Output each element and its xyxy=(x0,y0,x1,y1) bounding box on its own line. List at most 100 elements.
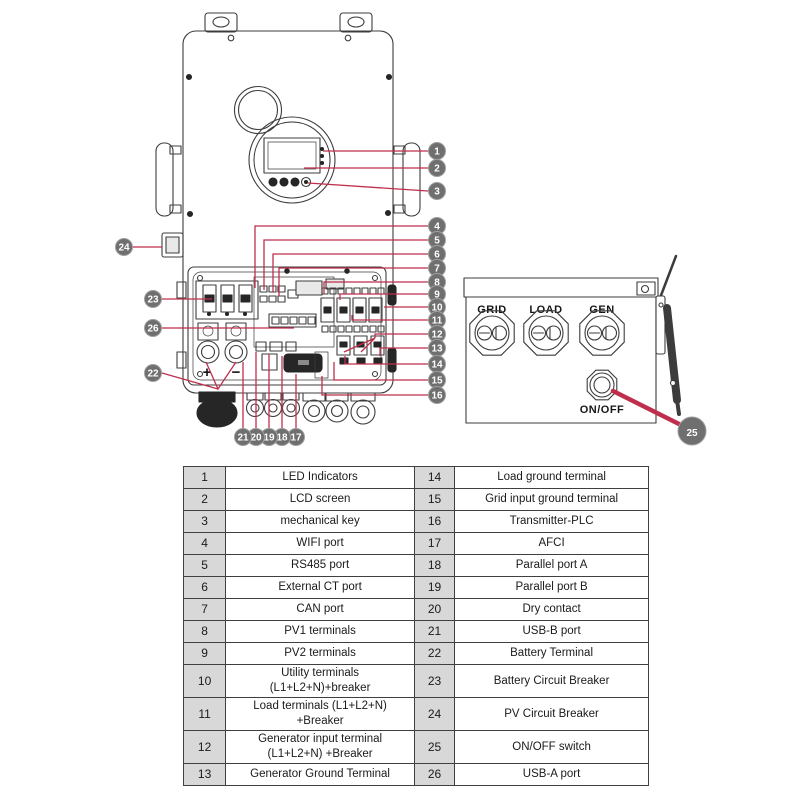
svg-text:3: 3 xyxy=(434,187,440,198)
gen-label: GEN xyxy=(589,304,614,316)
part-label-cell: Battery Circuit Breaker xyxy=(454,664,649,698)
part-number-cell: 26 xyxy=(413,763,456,786)
part-label-cell: PV Circuit Breaker xyxy=(454,697,649,731)
svg-text:21: 21 xyxy=(237,433,249,444)
part-label-cell: RS485 port xyxy=(225,554,415,577)
part-label-cell: Load ground terminal xyxy=(454,466,649,489)
svg-text:24: 24 xyxy=(118,243,130,254)
gland-gen xyxy=(579,310,625,356)
battery-circuit-breaker[interactable] xyxy=(195,280,259,320)
battery-minus-label: − xyxy=(232,364,241,381)
part-number-cell: 1 xyxy=(182,466,227,489)
side-cable-glands xyxy=(469,310,625,356)
part-number-cell: 14 xyxy=(413,466,456,489)
wiring-compartment: + − xyxy=(176,266,397,386)
svg-text:10: 10 xyxy=(431,303,443,314)
svg-text:2: 2 xyxy=(434,164,440,175)
callout-25: 25 xyxy=(677,416,707,446)
control-buttons[interactable] xyxy=(268,176,312,188)
part-number-cell: 18 xyxy=(413,554,456,577)
battery-terminals[interactable] xyxy=(196,322,248,364)
callout-13: 13 xyxy=(428,339,446,357)
mounting-bracket-left xyxy=(204,12,238,33)
parallel-port[interactable] xyxy=(285,341,297,352)
part-number-cell: 9 xyxy=(182,642,227,665)
handle-left xyxy=(155,142,182,217)
svg-text:16: 16 xyxy=(431,391,443,402)
side-view: GRID LOAD GEN ON/OFF xyxy=(463,254,681,424)
svg-text:25: 25 xyxy=(686,428,698,439)
callout-1: 1 xyxy=(428,142,446,160)
part-label-cell: mechanical key xyxy=(225,510,415,533)
part-number-cell: 22 xyxy=(413,642,456,665)
part-label-cell: Battery Terminal xyxy=(454,642,649,665)
svg-text:9: 9 xyxy=(434,290,440,301)
callout-26: 26 xyxy=(144,319,162,337)
part-number-cell: 13 xyxy=(182,763,227,786)
mounting-bracket-right xyxy=(339,12,373,33)
onoff-button[interactable] xyxy=(586,369,618,401)
svg-text:7: 7 xyxy=(434,264,440,275)
part-label-cell: LCD screen xyxy=(225,488,415,511)
callout-16: 16 xyxy=(428,386,446,404)
part-label-cell: PV2 terminals xyxy=(225,642,415,665)
part-number-cell: 10 xyxy=(182,664,227,698)
side-body xyxy=(465,296,657,424)
svg-text:17: 17 xyxy=(290,433,302,444)
part-label-cell: AFCI xyxy=(454,532,649,555)
callout-22: 22 xyxy=(144,364,162,382)
part-label-cell: USB-B port xyxy=(454,620,649,643)
svg-text:8: 8 xyxy=(434,278,440,289)
dry-contact-port[interactable] xyxy=(269,341,283,352)
led-indicators xyxy=(319,146,325,166)
callout-21: 21 xyxy=(234,428,252,446)
usb-b-port[interactable] xyxy=(255,341,267,352)
svg-text:18: 18 xyxy=(276,433,288,444)
part-label-cell: WIFI port xyxy=(225,532,415,555)
svg-text:1: 1 xyxy=(434,147,440,158)
onoff-label: ON/OFF xyxy=(580,404,625,416)
part-label-cell: Parallel port A xyxy=(454,554,649,577)
part-label-cell: Generator input terminal (L1+L2+N) +Brea… xyxy=(225,730,415,764)
svg-text:15: 15 xyxy=(431,376,443,387)
svg-text:4: 4 xyxy=(434,222,440,233)
front-body xyxy=(182,30,394,394)
callouts: 1234567891011121314151617181920212223242… xyxy=(115,142,707,446)
part-number-cell: 15 xyxy=(413,488,456,511)
svg-text:26: 26 xyxy=(147,324,159,335)
svg-text:20: 20 xyxy=(250,433,262,444)
callout-23: 23 xyxy=(144,290,162,308)
part-number-cell: 4 xyxy=(182,532,227,555)
callout-3: 3 xyxy=(428,182,446,200)
part-number-cell: 12 xyxy=(182,730,227,764)
battery-plus-label: + xyxy=(203,364,212,381)
pv-breaker-handle[interactable] xyxy=(161,232,184,258)
part-label-cell: Dry contact xyxy=(454,598,649,621)
svg-text:14: 14 xyxy=(431,360,443,371)
part-number-cell: 21 xyxy=(413,620,456,643)
part-label-cell: Utility terminals (L1+L2+N)+breaker xyxy=(225,664,415,698)
part-label-cell: ON/OFF switch xyxy=(454,730,649,764)
ac-breaker-bank[interactable] xyxy=(320,287,385,365)
svg-text:13: 13 xyxy=(431,344,443,355)
part-number-cell: 20 xyxy=(413,598,456,621)
side-lid xyxy=(463,277,659,298)
callout-15: 15 xyxy=(428,371,446,389)
part-label-cell: CAN port xyxy=(225,598,415,621)
svg-text:11: 11 xyxy=(432,316,443,327)
part-label-cell: LED Indicators xyxy=(225,466,415,489)
front-view: + − xyxy=(155,12,421,428)
callout-24: 24 xyxy=(115,238,133,256)
